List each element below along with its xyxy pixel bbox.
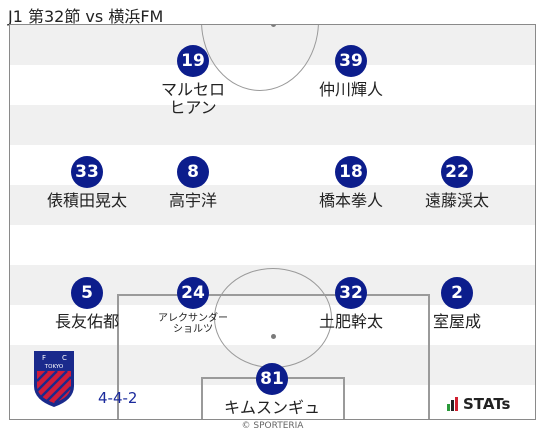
player-mf-4[interactable]: 22 遠藤渓太 — [397, 156, 517, 210]
player-df-1[interactable]: 5 長友佑都 — [27, 277, 147, 331]
penalty-spot — [271, 334, 276, 339]
player-fw-right[interactable]: 39 仲川輝人 — [291, 45, 411, 99]
player-name: 土肥幹太 — [318, 312, 383, 331]
player-name: アレクサンダー ショルツ — [158, 313, 228, 335]
player-mf-1[interactable]: 33 俵積田晃太 — [27, 156, 147, 210]
center-spot — [271, 25, 276, 27]
stats-bars-icon — [447, 397, 458, 411]
crest-letter: F — [42, 354, 46, 362]
player-number: 18 — [335, 156, 367, 188]
player-df-4[interactable]: 2 室屋成 — [397, 277, 517, 331]
player-fw-left[interactable]: 19 マルセロ ヒアン — [133, 45, 253, 117]
player-number: 22 — [441, 156, 473, 188]
player-name: キムスンギュ — [223, 398, 320, 417]
match-title: J1 第32節 vs 横浜FM — [8, 7, 164, 26]
player-gk[interactable]: 81 キムスンギュ — [212, 363, 332, 417]
player-number: 2 — [441, 277, 473, 309]
player-name: 俵積田晃太 — [46, 191, 127, 210]
penalty-box — [117, 294, 430, 419]
player-name: 高宇洋 — [168, 191, 217, 210]
player-number: 39 — [335, 45, 367, 77]
player-mf-3[interactable]: 18 橋本拳人 — [291, 156, 411, 210]
player-number: 8 — [177, 156, 209, 188]
player-mf-2[interactable]: 8 高宇洋 — [133, 156, 253, 210]
formation-label: 4-4-2 — [98, 389, 138, 407]
pitch-stripe — [10, 185, 535, 225]
stats-logo: STATs — [447, 395, 510, 413]
crest-letter: TOKYO — [44, 364, 64, 370]
player-number: 81 — [256, 363, 288, 395]
pitch-stripe — [10, 105, 535, 145]
player-df-2[interactable]: 24 アレクサンダー ショルツ — [133, 277, 253, 335]
credit-text: © SPORTERIA — [241, 421, 304, 431]
club-crest-icon: F C TOKYO — [33, 350, 75, 412]
player-name: 遠藤渓太 — [424, 191, 489, 210]
pitch — [9, 24, 536, 420]
player-name: 長友佑都 — [54, 312, 119, 331]
player-number: 19 — [177, 45, 209, 77]
crest-letter: C — [62, 354, 67, 362]
player-name: 仲川輝人 — [318, 80, 383, 99]
player-name: 橋本拳人 — [318, 191, 383, 210]
player-name: マルセロ ヒアン — [160, 80, 225, 117]
player-number: 32 — [335, 277, 367, 309]
player-name: 室屋成 — [432, 312, 481, 331]
stats-brand-text: STATs — [463, 395, 511, 413]
player-number: 5 — [71, 277, 103, 309]
player-df-3[interactable]: 32 土肥幹太 — [291, 277, 411, 331]
player-number: 24 — [177, 277, 209, 309]
player-number: 33 — [71, 156, 103, 188]
